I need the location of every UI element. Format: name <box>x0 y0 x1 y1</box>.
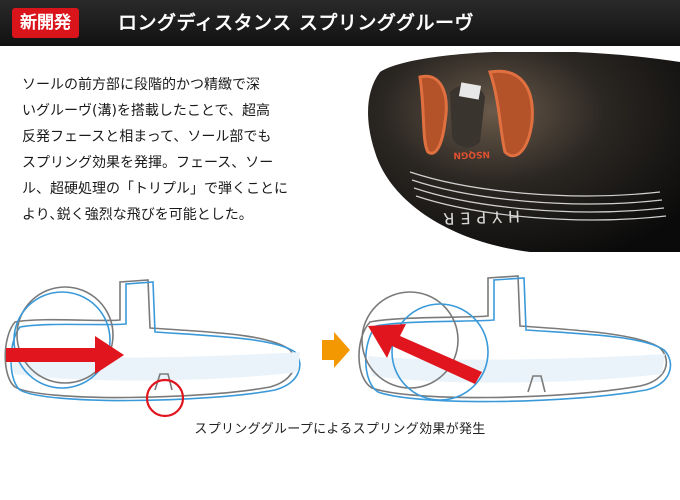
new-badge: 新開発 <box>12 8 79 38</box>
description-text: ソールの前方部に段階的かつ精緻で深 いグルーヴ(溝)を搭載したことで、超高 反発… <box>22 72 342 228</box>
diagram-caption: スプリンググループによるスプリング効果が発生 <box>194 422 486 437</box>
club-sole-photo: NSQGN HYPER <box>368 52 680 252</box>
page-title: ロングディスタンス スプリンググルーヴ <box>118 12 475 34</box>
description-line: より､鋭く強烈な飛びを可能とした。 <box>22 207 253 223</box>
left-gray-ball <box>16 286 114 384</box>
description-line: いグルーヴ(溝)を搭載したことで、超高 <box>22 103 270 119</box>
left-blue-ball <box>13 291 111 389</box>
spring-effect-diagram <box>4 275 672 418</box>
description-line: 反発フェースと相まって、ソール部でも <box>22 129 272 145</box>
right-gray-ball <box>361 291 459 389</box>
sole-logo: NSQGN <box>453 148 490 159</box>
right-blue-ball <box>391 303 489 401</box>
description-line: スプリング効果を発揮。フェース、ソー <box>22 155 274 171</box>
transition-arrow <box>322 332 350 368</box>
header-bar: 新開発 ロングディスタンス スプリンググルーヴ <box>0 0 680 46</box>
description-line: ル、超硬処理の「トリプル」で弾くことに <box>22 181 288 197</box>
sole-brand-text: HYPER <box>437 207 520 229</box>
groove-highlight-circle <box>145 378 185 418</box>
left-club-outline <box>4 279 301 402</box>
description-line: ソールの前方部に段階的かつ精緻で深 <box>22 77 260 93</box>
left-impact-arrow <box>6 336 124 374</box>
right-rebound-arrow <box>368 324 482 384</box>
